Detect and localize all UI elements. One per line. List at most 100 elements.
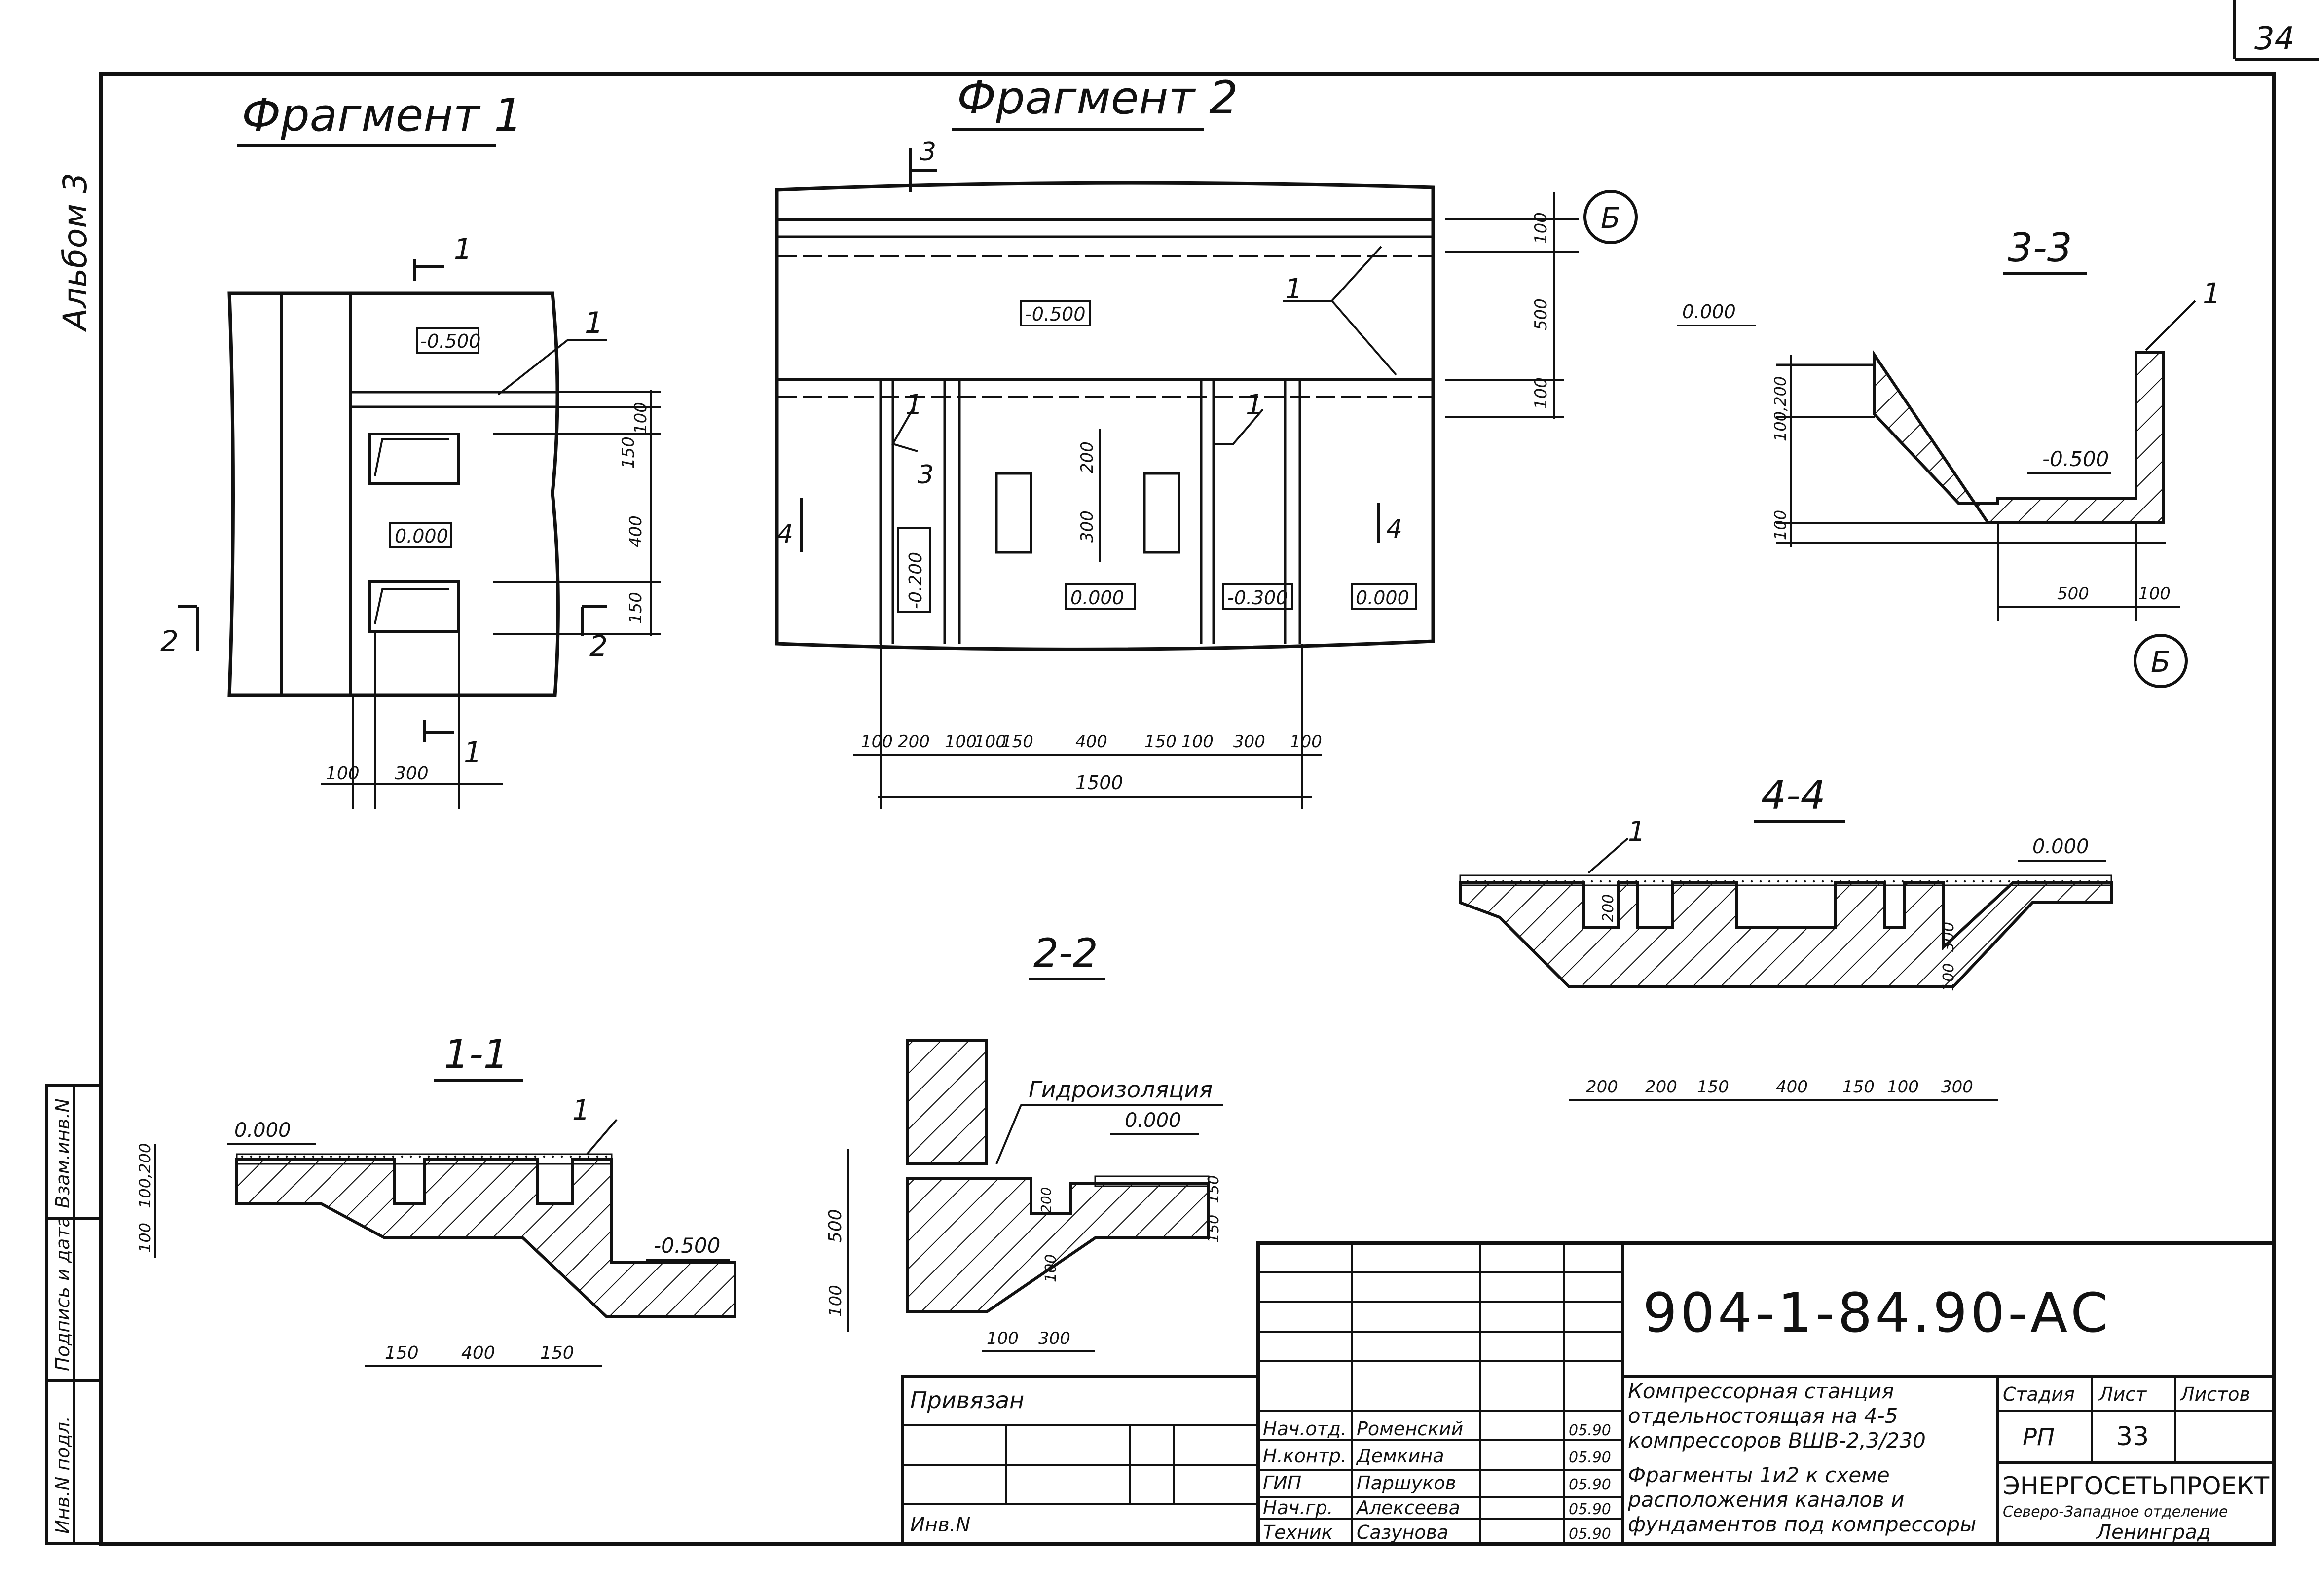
stamp-city: Ленинград (2096, 1521, 2211, 1544)
stamp-name-2: Демкина (1356, 1445, 1444, 1467)
stamp-privyazan: Привязан (910, 1387, 1024, 1414)
fragment2-section-mark-3-inner: 3 (918, 460, 934, 490)
fragment1-opening-upper (368, 433, 460, 485)
section-4-4: 4-4 1 0.000 200 300 100 200 200 150 400 … (1459, 772, 2113, 1101)
fragment1-dim-right-150b: 150 (626, 592, 646, 624)
section22-wall (906, 1039, 988, 1165)
section11-dim-left-b: 100 (136, 1223, 154, 1253)
fragment2-elev-channel-left: -0.200 (906, 552, 926, 609)
fragment2-dim-total: 1500 (1075, 772, 1123, 794)
section22-dim-bottom-100: 100 (987, 1329, 1019, 1348)
stamp-name-3: Паршуков (1357, 1472, 1456, 1494)
section11-dim-bottom-400: 400 (461, 1343, 495, 1363)
section33-elev-bottom: -0.500 (2042, 447, 2109, 471)
stamp-name-4: Алексеева (1355, 1497, 1460, 1519)
fragment2-dim-bottom-8: 100 (1181, 732, 1214, 752)
stamp-col-sheets: Листов (2179, 1383, 2250, 1405)
section11-dim-bottom-150b: 150 (540, 1343, 574, 1363)
stamp-col-sheet: Лист (2098, 1383, 2147, 1405)
stamp-role-4: Нач.гр. (1263, 1497, 1333, 1519)
section33-elev-top: 0.000 (1682, 301, 1736, 323)
fragment1-elev-mid: 0.000 (395, 525, 448, 547)
fragment1-section-mark-1-bottom: 1 (464, 735, 482, 769)
section33-dim-left-a: 100,200 (1771, 376, 1790, 441)
fragment2-axis-bubble (1583, 190, 1638, 244)
side-stamp-vzam-inv: Взам.инв.N (52, 1098, 74, 1208)
fragment1-plan-outline (227, 291, 560, 697)
section44-title: 4-4 (1761, 772, 1826, 818)
stamp-name-1: Роменский (1357, 1418, 1463, 1440)
section22-dim-150b: 150 (1205, 1215, 1222, 1243)
section22-dim-bottom-300: 300 (1038, 1329, 1070, 1348)
fragment2-plan-outline (775, 181, 1435, 651)
fragment2-axis-label: Б (1601, 201, 1620, 235)
stamp-stage: РП (2023, 1423, 2055, 1451)
fragment1-dim-right-150: 150 (619, 436, 638, 469)
fragment2-elev-channel-right: -0.300 (1227, 587, 1288, 609)
section44-callout: 1 (1628, 816, 1646, 848)
stamp-date-1: 05.90 (1569, 1422, 1611, 1439)
fragment2-dim-bottom-4: 100 (974, 732, 1006, 752)
section44-dim-inner-300: 300 (1939, 922, 1957, 952)
fragment2-elev-right: 0.000 (1356, 587, 1409, 609)
section11-dim-right-100: 100 (826, 1285, 846, 1317)
section11-dim-right-500: 500 (825, 1209, 846, 1243)
stamp-inv: Инв.N (910, 1514, 970, 1536)
title-block (901, 1241, 2276, 1546)
fragment2-section-mark-4-left: 4 (777, 519, 793, 549)
section11-callout: 1 (572, 1094, 590, 1126)
section44-dim-bottom-2: 200 (1645, 1077, 1677, 1097)
side-stamp (45, 1084, 103, 1545)
stamp-col-stage: Стадия (2003, 1383, 2075, 1405)
fragment2-callout-c: 1 (1285, 273, 1303, 305)
section11-elev-top: 0.000 (234, 1119, 291, 1142)
section33-axis-bubble (2134, 634, 2188, 688)
fragment2: Фрагмент 2 -0.500 -0.200 0.000 -0.300 (775, 72, 1638, 809)
stamp-project-title-3: компрессоров ВШВ-2,3/230 (1628, 1428, 1926, 1452)
side-stamp-signature: Подпись и дата (52, 1216, 74, 1371)
section44-elevation: 0.000 (2032, 835, 2089, 858)
section33-title: 3-3 (2008, 225, 2072, 271)
section22-dim-200: 200 (1038, 1187, 1054, 1213)
section44-dim-bottom-7: 300 (1941, 1077, 1973, 1097)
section44-dim-bottom-3: 150 (1697, 1077, 1729, 1097)
section33-dim-bottom-100: 100 (2138, 584, 2171, 604)
fragment2-dim-bottom-9: 300 (1233, 732, 1265, 752)
stamp-role-2: Н.контр. (1263, 1445, 1347, 1467)
fragment2-dim-right-100a: 100 (1531, 212, 1551, 244)
fragment1-dim-bottom-100: 100 (326, 763, 360, 784)
section22-dim-100: 100 (1042, 1254, 1060, 1282)
stamp-project-title-2: отдельностоящая на 4-5 (1628, 1404, 1898, 1428)
fragment2-elev-top: -0.500 (1025, 303, 1086, 325)
stamp-org: ЭНЕРГОСЕТЬПРОЕКТ (2003, 1472, 2270, 1500)
stamp-role-3: ГИП (1263, 1472, 1301, 1494)
fragment2-dim-right-500: 500 (1531, 298, 1551, 330)
stamp-date-2: 05.90 (1569, 1449, 1611, 1466)
section11-dim-bottom-150a: 150 (385, 1343, 419, 1363)
page-number: 34 (2254, 21, 2294, 57)
section33-dim-left-b: 100 (1771, 510, 1790, 540)
section33-dim-bottom-500: 500 (2057, 584, 2089, 604)
section22-title: 2-2 (1033, 930, 1098, 976)
stamp-date-5: 05.90 (1569, 1525, 1611, 1543)
fragment2-callout-b: 1 (1246, 389, 1263, 421)
fragment2-dim-bottom-5: 150 (1001, 732, 1033, 752)
fragment2-dim-bottom-3: 100 (945, 732, 977, 752)
fragment1-opening-lower (368, 580, 460, 633)
stamp-role-1: Нач.отд. (1263, 1418, 1347, 1440)
section22-label: Гидроизоляция (1029, 1076, 1213, 1103)
fragment2-title: Фрагмент 2 (957, 72, 1238, 124)
fragment1-dim-right-100: 100 (631, 402, 651, 434)
stamp-project-title-1: Компрессорная станция (1628, 1379, 1894, 1403)
fragment2-section-mark-3-top: 3 (920, 137, 936, 167)
fragment1-section-mark-1-top: 1 (454, 232, 472, 266)
fragment1: Фрагмент 1 -0.500 0.000 1 100 150 400 15… (160, 89, 661, 809)
fragment2-dim-right-100b: 100 (1531, 377, 1551, 409)
section44-dim-bottom-1: 200 (1586, 1077, 1618, 1097)
section44-dim-bottom-4: 400 (1776, 1077, 1808, 1097)
fragment2-dim-bottom-6: 400 (1075, 732, 1107, 752)
fragment2-dim-inner-300: 300 (1077, 510, 1097, 543)
fragment1-dim-bottom-300: 300 (395, 763, 429, 784)
section44-dim-inner-100: 100 (1940, 963, 1957, 991)
fragment2-callout-a: 1 (905, 389, 923, 421)
